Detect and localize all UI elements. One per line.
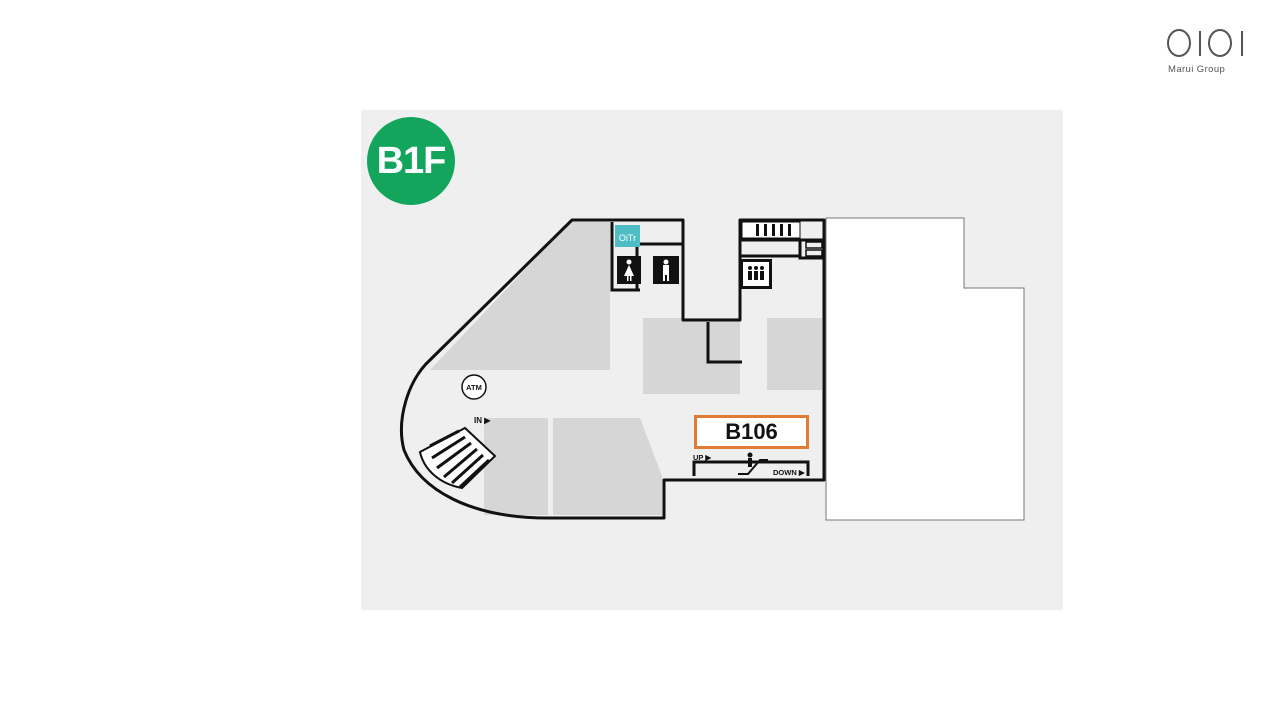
logo-group-text: Marui Group: [1168, 64, 1226, 75]
floor-badge: B1F: [367, 117, 455, 205]
shop-area-northwest: [430, 222, 610, 370]
marui-group-logo: Marui Group: [1160, 28, 1256, 76]
shop-b106-label[interactable]: B106: [694, 415, 809, 449]
shop-areas: [430, 222, 822, 515]
atm-label: ATM: [466, 383, 482, 392]
shop-area-east: [767, 318, 822, 390]
shop-area-center: [643, 318, 740, 394]
shop-area-southwest: [484, 418, 548, 515]
atm-icon: ATM: [461, 374, 487, 400]
floor-outline: [400, 218, 826, 520]
elevator-icon: [740, 259, 772, 289]
entrance-stairs-icon: [418, 426, 497, 490]
oioi-logo-mark: [1167, 29, 1243, 57]
stairs-icon: [741, 221, 823, 257]
escalator-up-label: UP ▶: [693, 453, 712, 462]
adjacent-building: [825, 217, 1025, 521]
mens-restroom-icon: [653, 256, 679, 284]
oitr-icon: OiTr: [615, 225, 640, 247]
shop-area-south: [553, 418, 662, 515]
escalator-down-label: DOWN ▶: [773, 468, 806, 477]
entrance-label: IN ▶: [474, 416, 491, 425]
womens-restroom-icon: [617, 256, 641, 284]
oitr-label: OiTr: [619, 233, 636, 243]
escalator-icon: [738, 452, 768, 475]
